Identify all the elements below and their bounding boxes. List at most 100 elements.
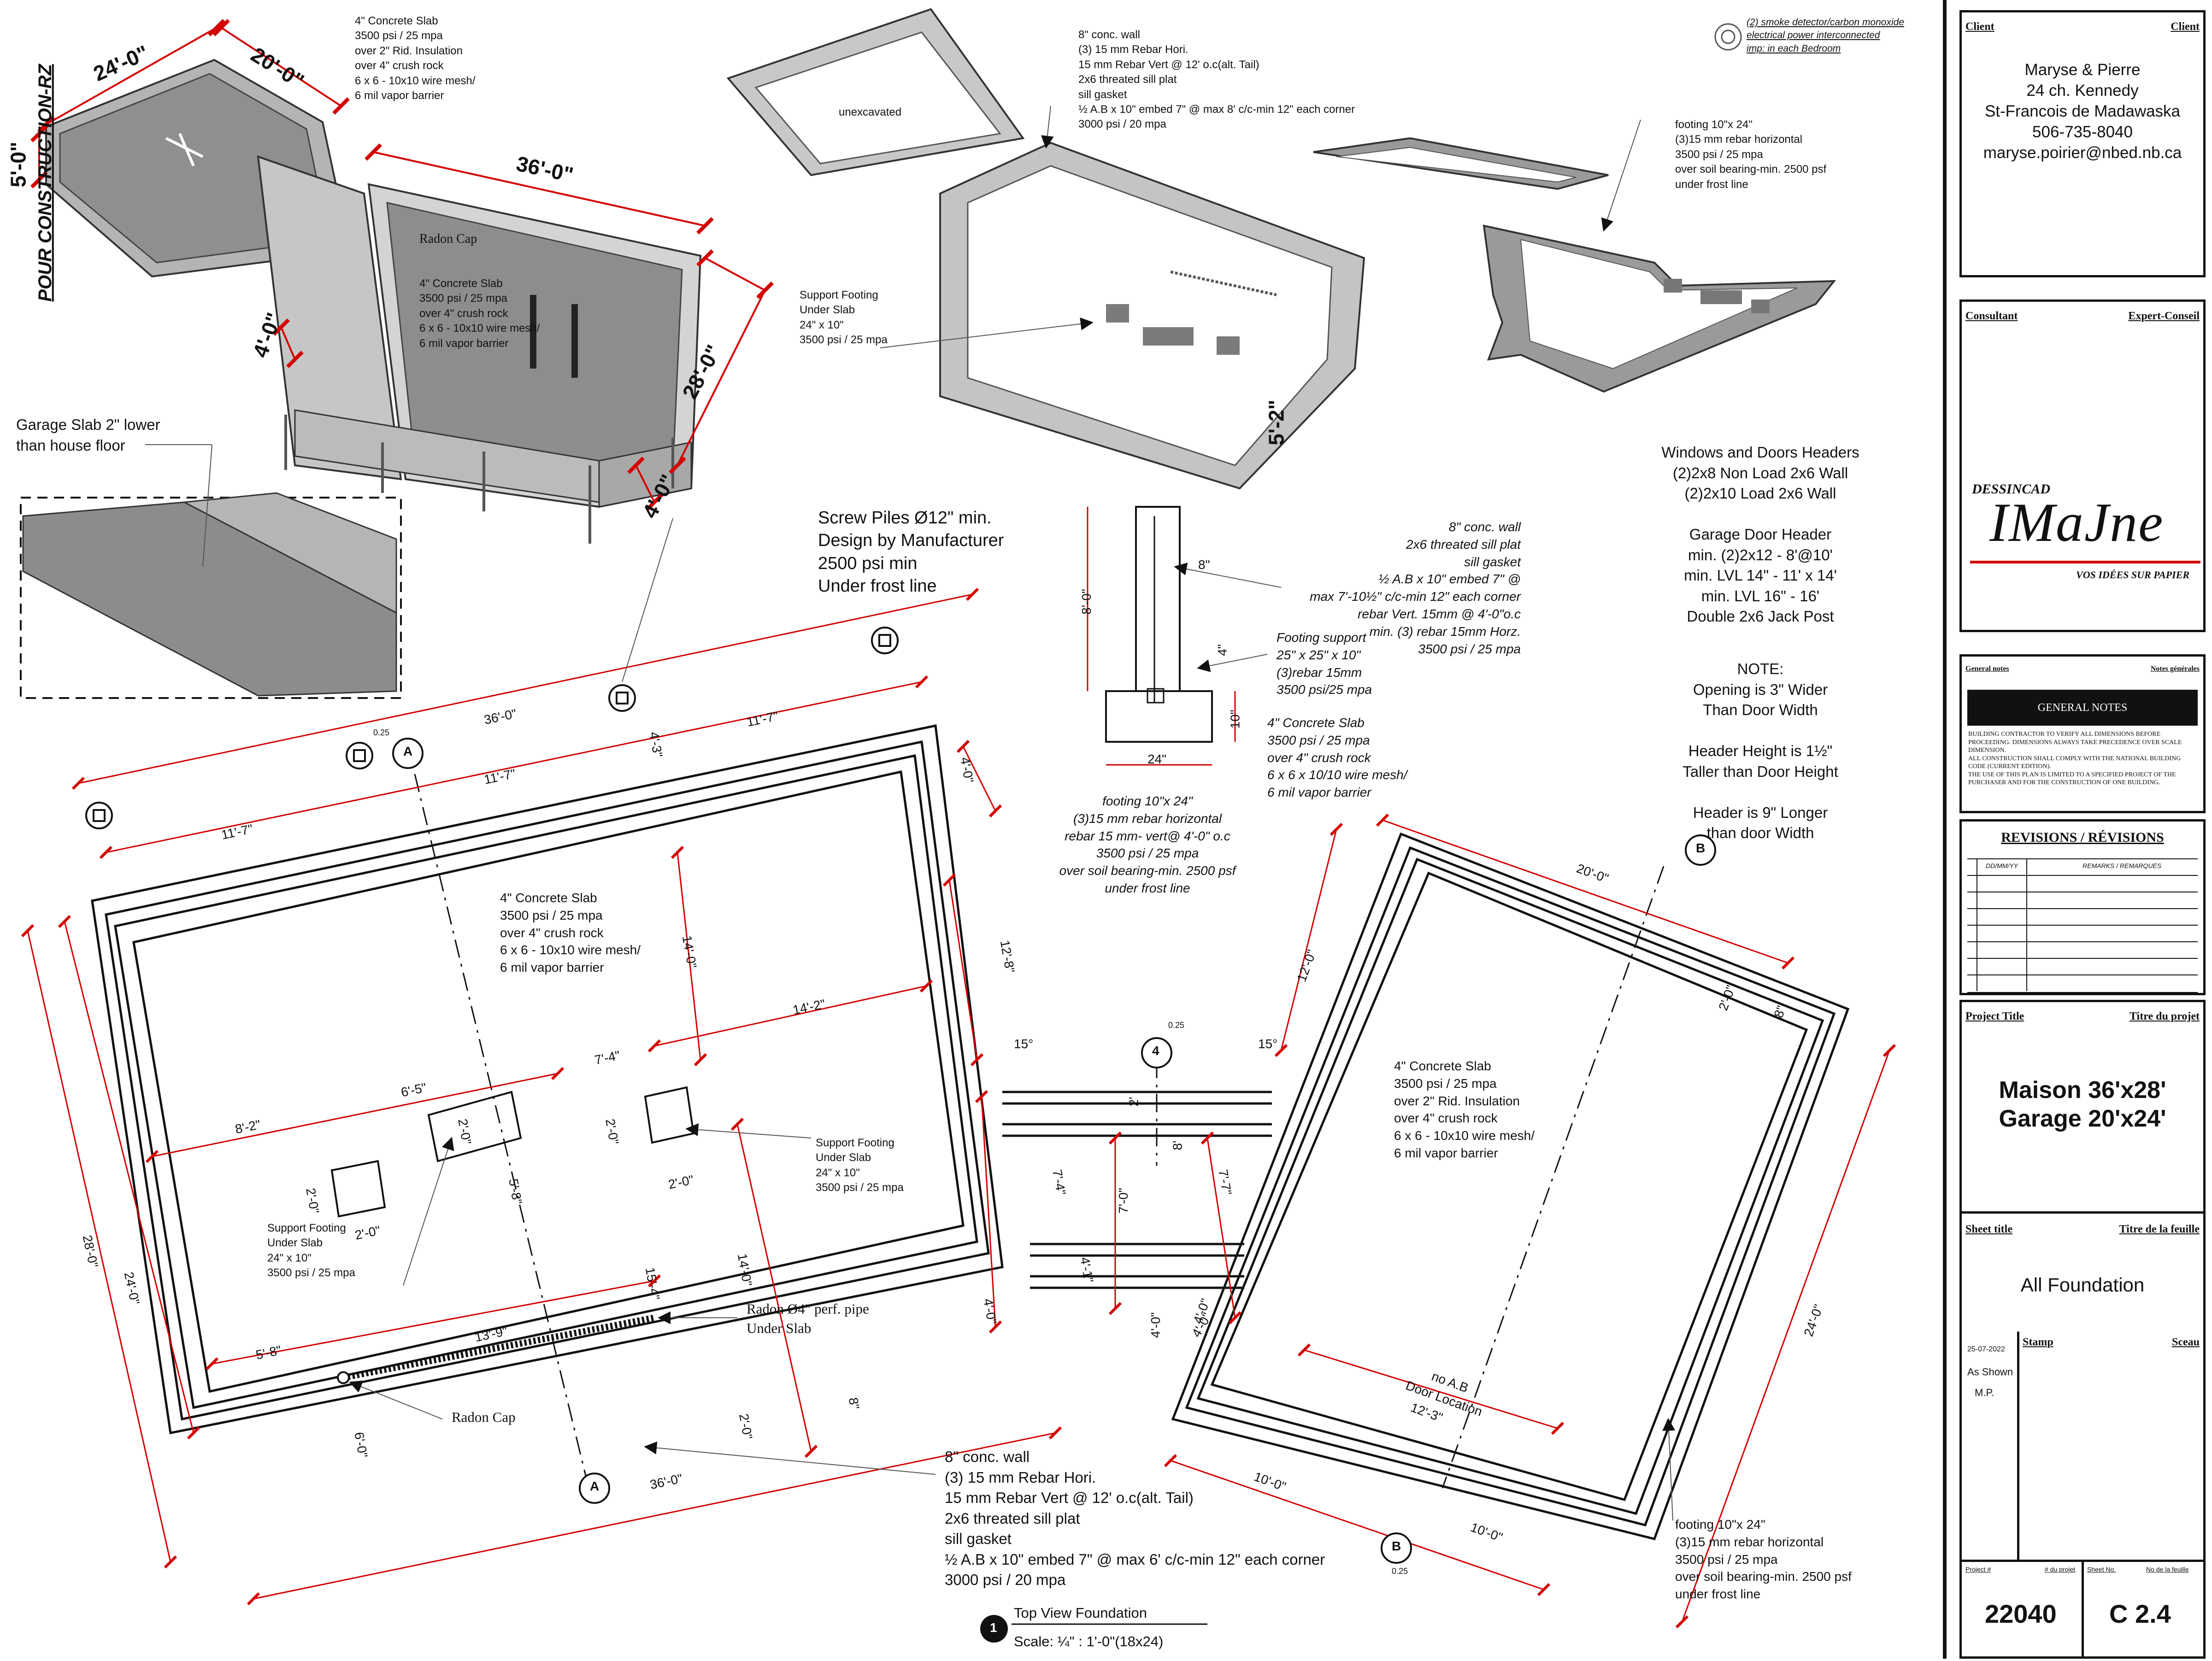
sheet-label-fr: Titre de la feuille <box>2119 1223 2200 1235</box>
dim-iso-5: 5'-0" <box>6 141 30 188</box>
project-label-en: Project Title <box>1965 1010 2024 1022</box>
general-notes-text: BUILDING CONTRACTOR TO VERIFY ALL DIMENS… <box>1968 731 2182 786</box>
consultant-box: Consultant Expert-Conseil DESSINCAD IMaJ… <box>1959 299 2206 632</box>
view-number: 1 <box>990 1620 997 1635</box>
headers-note: Windows and Doors Headers (2)2x8 Non Loa… <box>1661 444 1859 625</box>
client-email: maryse.poirier@nbed.nb.ca <box>1983 144 2182 162</box>
logo-bar <box>1970 561 2200 563</box>
client-phone: 506-735-8040 <box>2032 123 2133 141</box>
revision-row <box>1967 925 2198 942</box>
project-sheet-number-box: Project # # du projet 22040 Sheet No. No… <box>1959 1560 2206 1659</box>
iso-footing-view <box>1313 137 1836 393</box>
title-block: Client Client Maryse & Pierre 24 ch. Ken… <box>1956 0 2212 1659</box>
logo-text: IMaJne <box>1989 492 2164 553</box>
sheet-title-box: All Foundation <box>1959 1251 2206 1334</box>
revision-row <box>1967 974 2198 993</box>
iso-slab-view <box>45 59 702 544</box>
dim: 4'-0" <box>1148 1312 1163 1338</box>
iso-garage-slab-note: 4" Concrete Slab 3500 psi / 25 mpa over … <box>355 15 476 102</box>
client-name: Maryse & Pierre <box>2024 61 2141 79</box>
section-b-bottom: B <box>1392 1539 1401 1553</box>
info-stamp-box: 25-07-2022 As Shown M.P. Stamp Sceau <box>1959 1332 2206 1562</box>
general-notes-label-en: General notes <box>1965 665 2009 673</box>
iso-footing-note: footing 10"x 24" (3)15 mm rebar horizont… <box>1675 118 1827 191</box>
plan-dims <box>21 587 1896 1629</box>
client-city: St-Francois de Madawaska <box>1984 102 2181 120</box>
consultant-label-en: Consultant <box>1965 310 2018 322</box>
plan-garage <box>1171 832 1850 1540</box>
sheet-number-label-en: Sheet No. <box>2087 1566 2116 1573</box>
section-dim-24in: 24" <box>1147 752 1167 766</box>
dim: 2' <box>1126 1097 1141 1107</box>
project-title: Maison 36'x28' Garage 20'x24' <box>1999 1077 2166 1133</box>
section-dim-8ft: 8'-0" <box>1079 589 1094 615</box>
consultant-label-fr: Expert-Conseil <box>2128 310 2200 322</box>
plan-garage-slab-note: 4" Concrete Slab 3500 psi / 25 mpa over … <box>1394 1059 1535 1160</box>
section-dim-10in: 10" <box>1228 710 1242 729</box>
iso-support-footing: Support Footing Under Slab 24" x 10" 350… <box>800 289 888 346</box>
garage-lower-note: Garage Slab 2" lower than house floor <box>16 416 160 454</box>
revision-row <box>1967 908 2198 926</box>
dim: 8" <box>846 1396 862 1411</box>
plan-support-footing-left: Support Footing Under Slab 24" x 10" 350… <box>267 1222 355 1279</box>
project-title-box: Project Title Titre du projet Maison 36'… <box>1959 1000 2206 1253</box>
smoke-detector-note: (2) smoke detector/carbon monoxide elect… <box>1747 17 1904 54</box>
logo-small: DESSINCAD <box>1972 481 2051 497</box>
client-label-fr: Client <box>2171 21 2200 33</box>
section-footing-support: Footing support 25" x 25" x 10" (3)rebar… <box>1277 630 1372 697</box>
header-general-note: NOTE: Opening is 3" Wider Than Door Widt… <box>1683 660 1838 842</box>
plan-support-footing-right: Support Footing Under Slab 24" x 10" 350… <box>816 1137 904 1194</box>
section-slab-note: 4" Concrete Slab 3500 psi / 25 mpa over … <box>1267 716 1407 800</box>
scale-025-c: 0.25 <box>1392 1567 1408 1576</box>
rev-date-header: DD/MM/YY <box>1986 862 2018 869</box>
iso-house-slab-note: 4" Concrete Slab 3500 psi / 25 mpa over … <box>419 277 540 350</box>
scale-025-b: 0.25 <box>1168 1021 1185 1030</box>
iso-wall-note: 8" conc. wall (3) 15 mm Rebar Hori. 15 m… <box>1078 29 1355 131</box>
pile-markers <box>85 627 899 829</box>
section-footing-note: footing 10"x 24" (3)15 mm rebar horizont… <box>1059 794 1236 895</box>
iso-dims <box>30 19 1285 511</box>
revision-row <box>1967 892 2198 909</box>
dim: 8' <box>1170 1140 1185 1150</box>
view-number-bubble <box>980 1615 1008 1643</box>
project-label-fr: Titre du projet <box>2129 1010 2200 1022</box>
rev-remarks-header: REMARKS / REMARQUES <box>2083 862 2162 869</box>
scale-value: As Shown <box>1967 1366 2013 1378</box>
section-4-marker: 4 <box>1152 1044 1159 1058</box>
section-a-bottom: A <box>590 1479 600 1493</box>
pour-construction-label: POUR CONSTRUCTION-RZ <box>35 64 55 302</box>
section-wall-note: 8" conc. wall 2x6 threated sill plat sil… <box>1310 520 1521 656</box>
revision-row <box>1967 941 2198 959</box>
dim: 15° <box>1014 1037 1034 1051</box>
drawing-area: POUR CONSTRUCTION-RZ 24'-0" 20'-0" 5'-0"… <box>6 0 1947 1659</box>
view-scale: Scale: ¼" : 1'-0"(18x24) <box>1014 1633 1164 1649</box>
project-number: 22040 <box>1985 1599 2057 1628</box>
stamp-label-en: Stamp <box>2023 1336 2053 1348</box>
foundation-drawing <box>20 0 1947 1659</box>
drawn-value: M.P. <box>1975 1387 1994 1398</box>
general-notes-header: GENERAL NOTES <box>1967 690 2198 726</box>
section-dim-8in: 8" <box>1198 558 1210 572</box>
view-title: Top View Foundation <box>1014 1605 1147 1621</box>
sheet-number-label-fr: No de la feuille <box>2146 1566 2189 1573</box>
radon-pipe-label: Radon Ø4" perf. pipe Under Slab <box>747 1301 869 1336</box>
project-number-label-fr: # du projet <box>2045 1566 2076 1573</box>
client-label-en: Client <box>1965 21 1994 33</box>
client-box: Client Client Maryse & Pierre 24 ch. Ken… <box>1959 10 2206 277</box>
dim: 7'-0" <box>1116 1188 1130 1214</box>
iso-wall-view <box>726 8 1365 490</box>
screw-piles-note: Screw Piles Ø12" min. Design by Manufact… <box>818 508 1004 596</box>
revisions-box: REVISIONS / RÉVISIONS DD/MM/YY REMARKS /… <box>1959 819 2206 995</box>
inset-detail <box>20 492 402 699</box>
plan-footing-note: footing 10"x 24" (3)15 mm rebar horizont… <box>1675 1517 1852 1602</box>
section-markers <box>392 738 1716 1564</box>
date-value: 25-07-2022 <box>1967 1345 2005 1353</box>
revisions-title: REVISIONS / RÉVISIONS <box>2001 830 2164 845</box>
logo-tagline: VOS IDÉES SUR PAPIER <box>2076 569 2189 581</box>
iso-radon-cap: Radon Cap <box>419 232 477 246</box>
project-number-label-en: Project # <box>1965 1566 1991 1573</box>
scale-025-a: 0.25 <box>373 728 390 737</box>
sheet-number: C 2.4 <box>2109 1599 2171 1628</box>
wall-section <box>1087 506 1236 766</box>
sheet-label-en: Sheet title <box>1965 1223 2012 1235</box>
